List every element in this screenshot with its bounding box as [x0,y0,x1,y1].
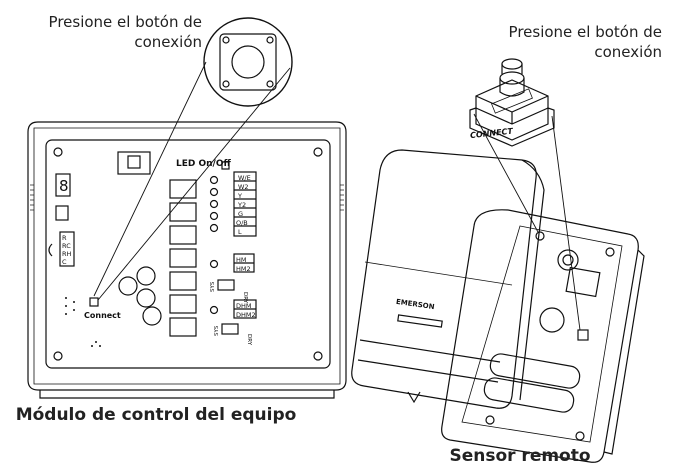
right-callout-text: Presione el botón de conexión [508,23,662,61]
sensor-connect-button-zoom [469,58,555,147]
terminal-label: G [238,210,243,218]
terminal-label: L [238,228,242,236]
terminal-label: Y [237,192,242,200]
terminal-label: Y2 [237,201,246,209]
dry-label: DRY [246,334,252,346]
terminal-label: RH [62,250,72,258]
terminal-label: O/B [236,219,248,227]
dhm-label: DHM2 [236,311,256,319]
hm-label: HM [236,256,247,264]
dhm-label: DHM [236,302,252,310]
terminal-label: R [62,234,67,242]
terminal-label: W/E [238,174,251,182]
terminal-label: W2 [238,183,249,191]
brand-logo-text: EMERSON [395,298,435,311]
svg-text:8: 8 [59,177,69,195]
sys-label: SYS [210,281,216,292]
remote-sensor-title: Sensor remoto [449,446,591,466]
connect-button-zoom [203,17,293,107]
control-module-title: Módulo de control del equipo [15,405,297,425]
terminal-label: C [62,258,67,266]
sys-label: SYS [214,325,220,336]
control-module: 8 [27,121,347,399]
dry-label: DRY [242,292,248,304]
led-label: LED On/Off [176,159,231,169]
remote-sensor [351,149,645,463]
connect-label: Connect [84,311,121,320]
hm-label: HM2 [236,265,251,273]
left-callout-text: Presione el botón de conexión [48,13,202,51]
terminal-label: RC [62,242,71,250]
